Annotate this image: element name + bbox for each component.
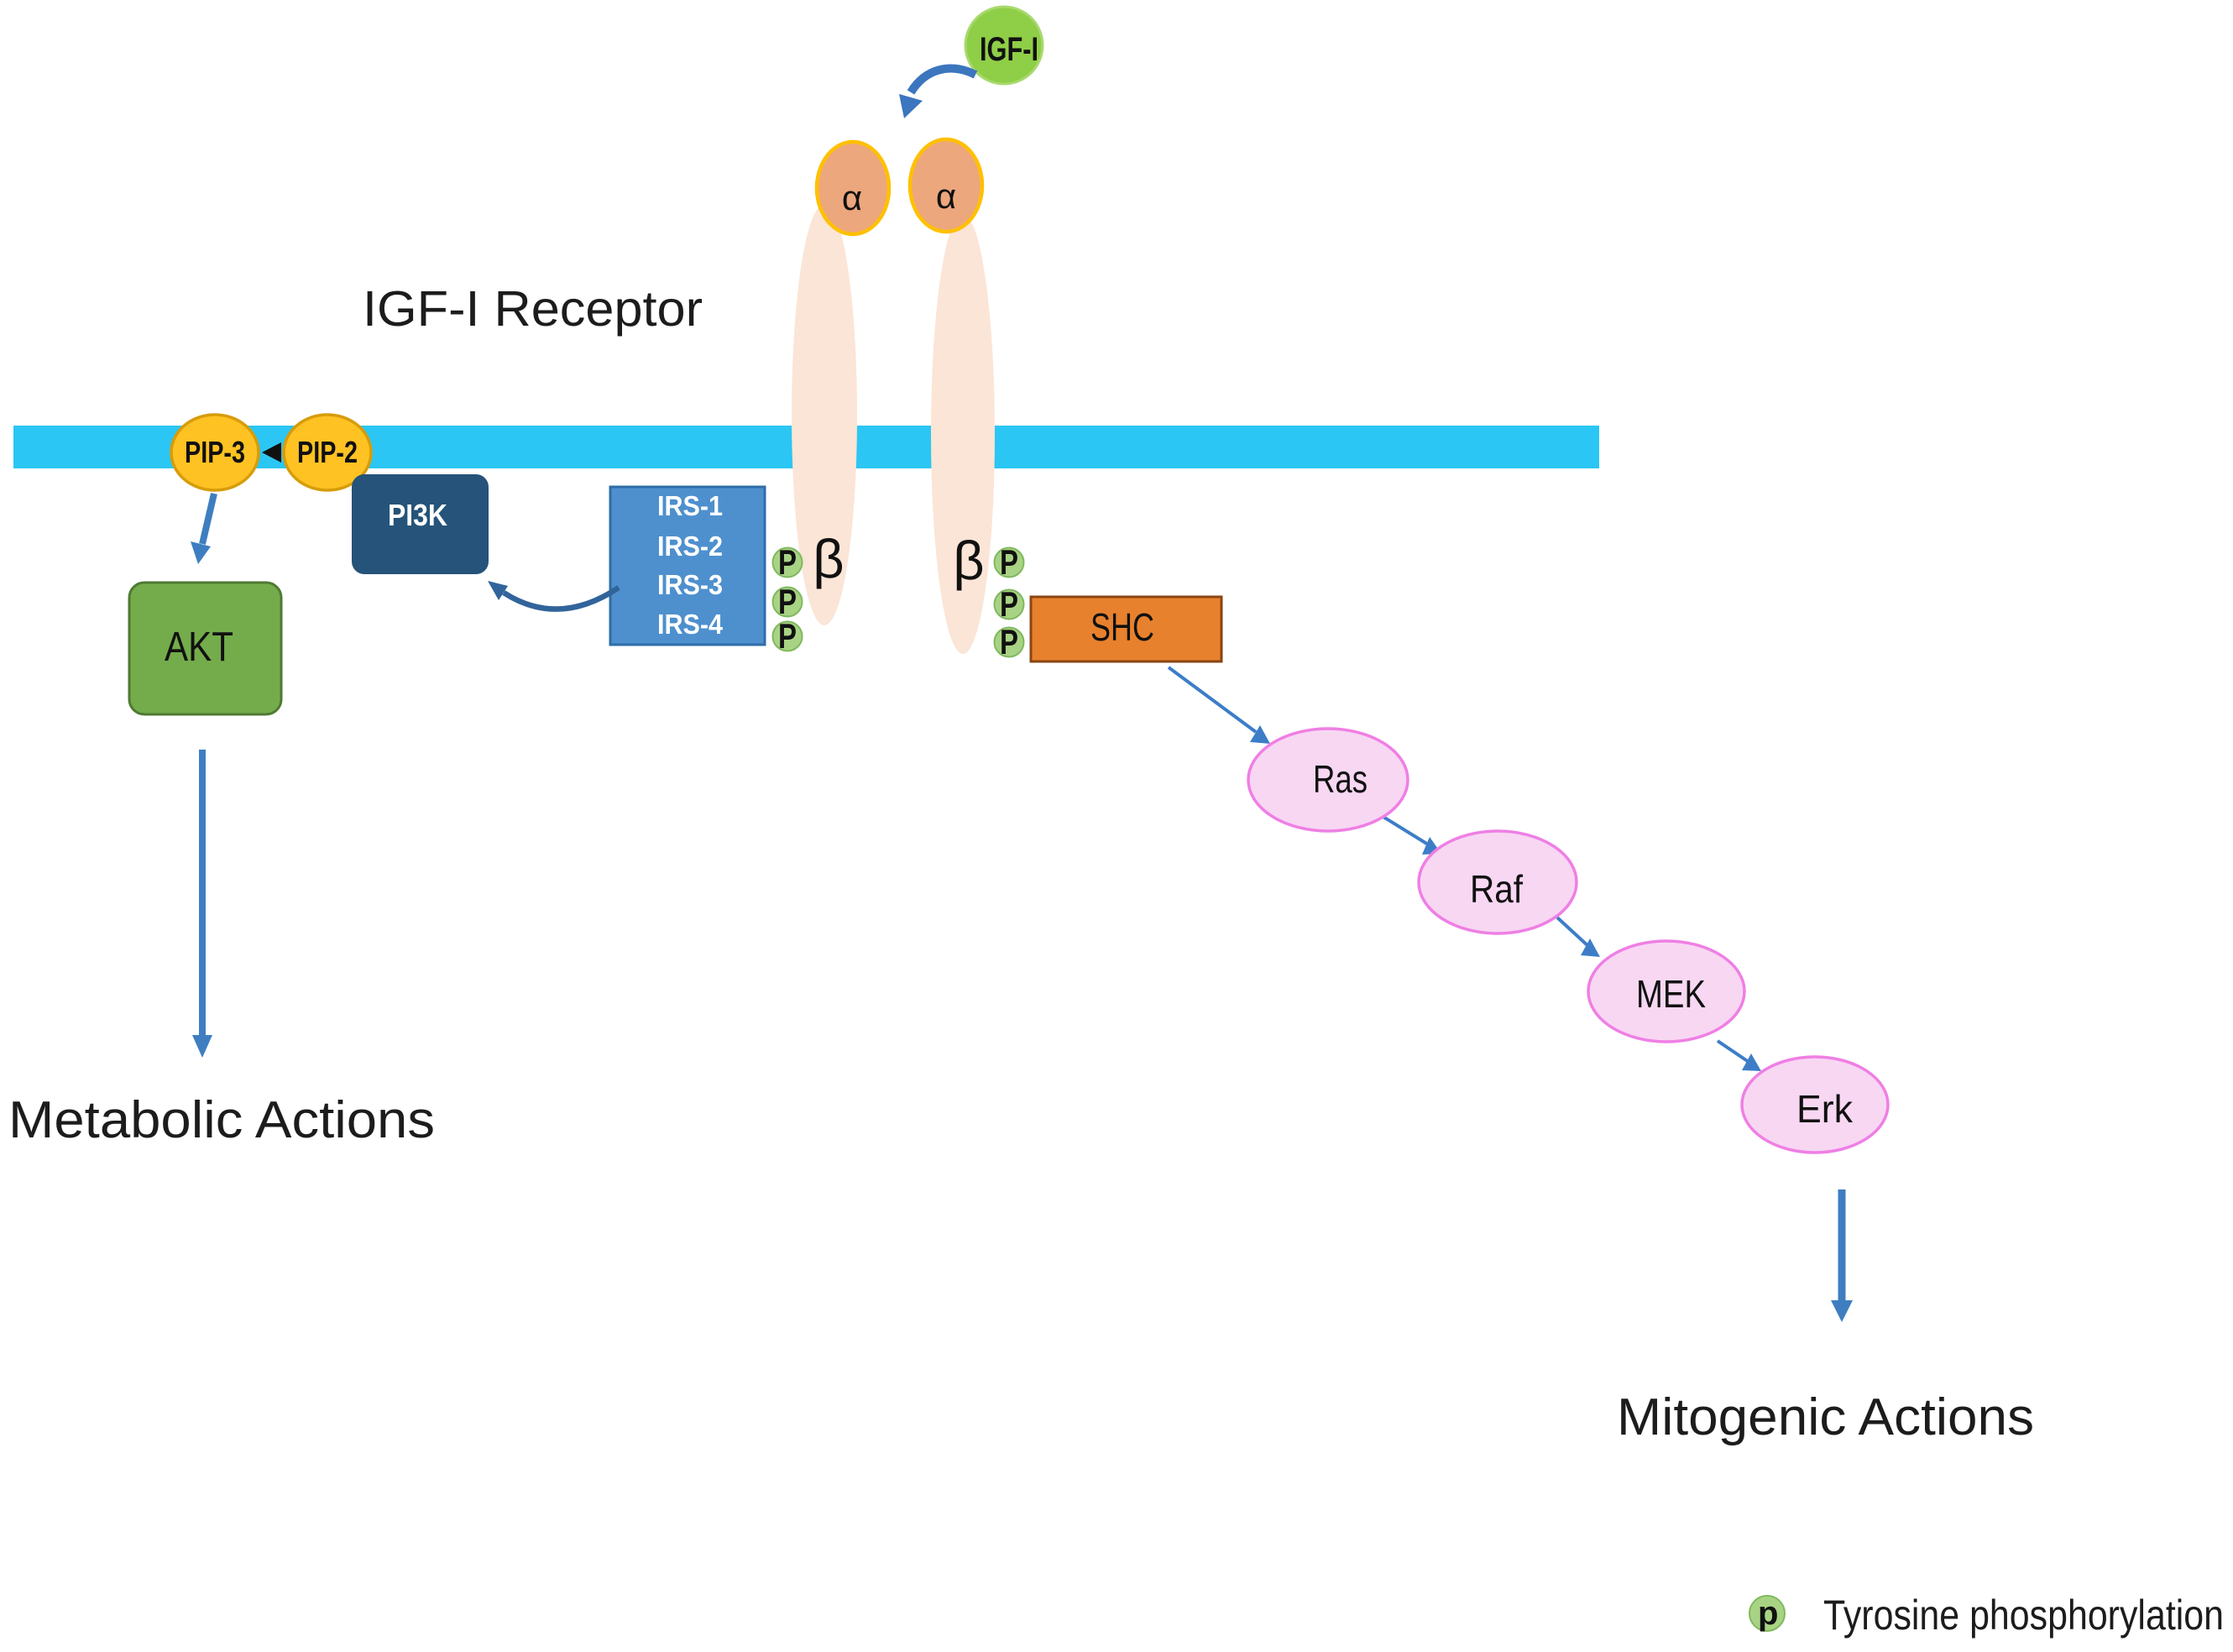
svg-text:IRS-2: IRS-2 [657,531,723,562]
svg-text:Ras: Ras [1313,757,1368,801]
svg-text:P: P [1000,622,1018,661]
svg-text:PIP-3: PIP-3 [185,435,245,469]
svg-text:IGF-I: IGF-I [980,31,1038,68]
svg-text:β: β [813,528,844,589]
svg-text:P: P [1000,542,1018,582]
svg-text:β: β [953,530,984,591]
svg-text:PI3K: PI3K [388,498,447,532]
svg-text:IGF-I Receptor: IGF-I Receptor [363,281,703,337]
svg-text:IRS-3: IRS-3 [657,569,723,600]
svg-text:p: p [1758,1595,1778,1632]
svg-text:P: P [778,542,797,582]
svg-text:Tyrosine phosphorylation: Tyrosine phosphorylation [1823,1592,2224,1639]
svg-text:AKT: AKT [165,625,233,670]
svg-text:P: P [1000,584,1018,624]
svg-text:Erk: Erk [1796,1087,1854,1131]
svg-text:α: α [842,178,862,217]
svg-text:SHC: SHC [1090,605,1154,649]
svg-text:IRS-4: IRS-4 [657,609,724,640]
svg-text:P: P [778,582,797,621]
svg-text:MEK: MEK [1636,972,1706,1016]
svg-text:P: P [778,616,797,656]
svg-text:Raf: Raf [1470,867,1523,911]
svg-text:Metabolic Actions: Metabolic Actions [8,1091,435,1149]
svg-text:Mitogenic Actions: Mitogenic Actions [1617,1388,2034,1446]
svg-text:IRS-1: IRS-1 [657,490,723,521]
svg-text:PIP-2: PIP-2 [297,435,358,469]
svg-text:α: α [936,176,956,216]
